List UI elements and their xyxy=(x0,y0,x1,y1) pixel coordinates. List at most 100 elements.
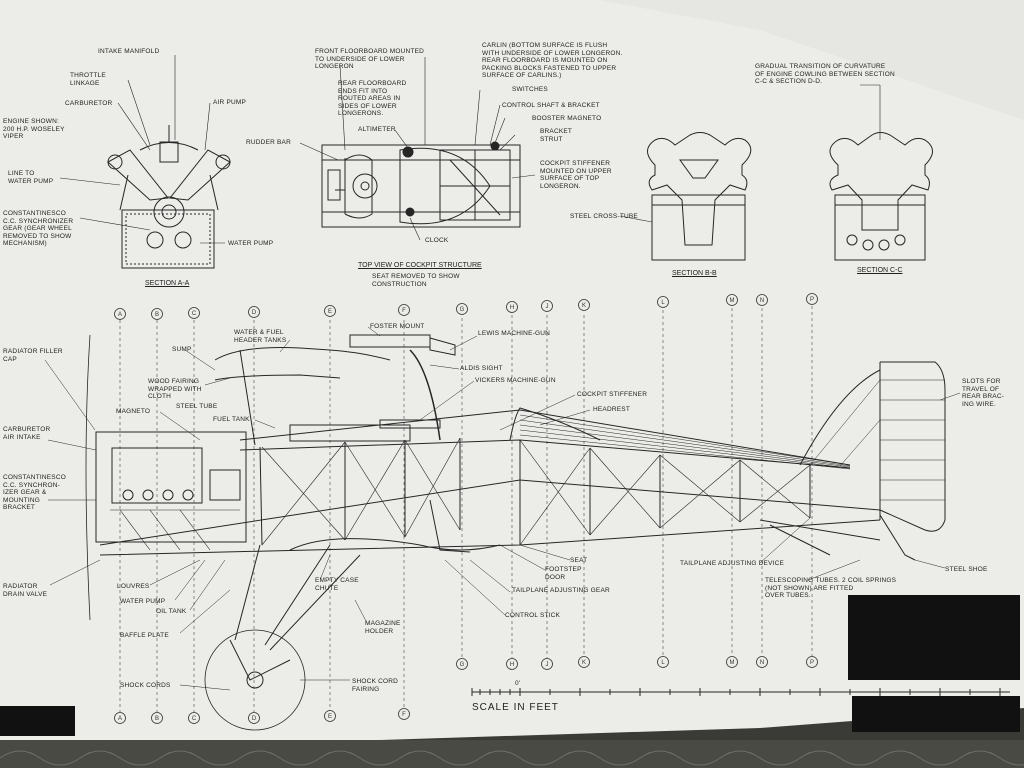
label-steel-shoe: STEEL SHOE xyxy=(945,566,988,573)
label-clock: CLOCK xyxy=(425,237,449,244)
label-magazine-holder: MAGAZINE HOLDER xyxy=(365,620,401,635)
label-fuel-tank: FUEL TANK xyxy=(213,416,250,423)
label-slots: SLOTS FOR TRAVEL OF REAR BRAC- ING WIRE. xyxy=(962,378,1005,408)
station-letter-bottom-l: L xyxy=(661,660,665,666)
station-bubble-top-a xyxy=(114,308,126,320)
station-bubble-bottom-k xyxy=(578,656,590,668)
station-bubble-top-k xyxy=(578,299,590,311)
station-bubble-top-e xyxy=(324,305,336,317)
label-constantinesco-side: CONSTANTINESCO C.C. SYNCHRON- IZER GEAR … xyxy=(3,474,66,511)
station-letter-top-n: N xyxy=(760,298,764,304)
redaction-block-right-upper xyxy=(848,595,1020,680)
label-control-shaft: CONTROL SHAFT & BRACKET xyxy=(502,102,600,109)
label-aldis-sight: ALDIS SIGHT xyxy=(460,365,503,372)
station-bubble-bottom-l xyxy=(657,656,669,668)
station-bubble-bottom-m xyxy=(726,656,738,668)
station-letter-top-f: F xyxy=(402,308,406,314)
station-bubble-top-d xyxy=(248,306,260,318)
label-shock-cords: SHOCK CORDS xyxy=(120,682,171,689)
label-steel-tube: STEEL TUBE xyxy=(176,403,218,410)
station-bubble-bottom-n xyxy=(756,656,768,668)
label-control-stick: CONTROL STICK xyxy=(505,612,561,619)
station-bubble-bottom-g xyxy=(456,658,468,670)
station-letter-top-c: C xyxy=(192,311,197,317)
label-carburetor: CARBURETOR xyxy=(65,100,113,107)
station-letter-bottom-d: D xyxy=(252,716,257,722)
station-bubble-top-h xyxy=(506,301,518,313)
cockpit-top-view-subtitle: SEAT REMOVED TO SHOW CONSTRUCTION xyxy=(372,273,460,288)
label-lewis-gun: LEWIS MACHINE-GUN xyxy=(478,330,551,337)
label-constantinesco-top: CONSTANTINESCO C.C. SYNCHRONIZER GEAR (G… xyxy=(3,210,74,247)
section-c-title: SECTION C-C xyxy=(857,267,903,274)
label-booster-magneto: BOOSTER MAGNETO xyxy=(532,115,602,122)
section-a-a-drawing xyxy=(107,125,231,269)
station-letter-bottom-f: F xyxy=(402,712,406,718)
label-throttle-linkage: THROTTLE LINKAGE xyxy=(70,72,106,87)
station-letter-top-a: A xyxy=(118,312,122,318)
label-louvres: LOUVRES xyxy=(117,583,150,590)
label-cockpit-stiffener: COCKPIT STIFFENER xyxy=(577,391,648,398)
label-magneto: MAGNETO xyxy=(116,408,151,415)
station-letter-top-p: P xyxy=(810,297,814,303)
label-cockpit-stiffener-top: COCKPIT STIFFENER MOUNTED ON UPPER SURFA… xyxy=(540,160,612,190)
station-letter-top-m: M xyxy=(730,298,735,304)
station-bubble-top-b xyxy=(151,308,163,320)
label-telescoping-tubes: TELESCOPING TUBES. 2 COIL SPRINGS (NOT S… xyxy=(765,577,897,599)
label-headrest: HEADREST xyxy=(593,406,630,413)
label-altimeter: ALTIMETER xyxy=(358,126,396,133)
side-view-fuselage xyxy=(85,334,946,731)
station-letter-bottom-e: E xyxy=(328,714,332,720)
label-water-fuel-tanks: WATER & FUEL HEADER TANKS xyxy=(234,329,287,344)
station-bubble-top-n xyxy=(756,294,768,306)
station-letter-bottom-j: J xyxy=(546,662,549,668)
station-bubble-top-g xyxy=(456,303,468,315)
label-shock-cord-fairing: SHOCK CORD FAIRING xyxy=(352,678,399,693)
cockpit-leaders xyxy=(299,57,536,241)
label-carb-air-intake: CARBURETOR AIR INTAKE xyxy=(3,426,51,441)
station-bubble-bottom-d xyxy=(248,712,260,724)
cockpit-top-view-title: TOP VIEW OF COCKPIT STRUCTURE xyxy=(358,262,482,269)
label-footstep-door: FOOTSTEP DOOR xyxy=(545,566,582,581)
station-letter-bottom-m: M xyxy=(730,660,735,666)
station-letter-bottom-h: H xyxy=(510,662,514,668)
station-letter-bottom-b: B xyxy=(155,716,159,722)
station-bubble-bottom-f xyxy=(398,708,410,720)
station-bubble-bottom-e xyxy=(324,710,336,722)
label-water-pump-side: WATER PUMP xyxy=(120,598,166,605)
section-a-leaders xyxy=(59,55,225,244)
station-letter-bottom-n: N xyxy=(760,660,764,666)
label-vickers-gun: VICKERS MACHINE-GUN xyxy=(475,377,556,384)
station-letter-bottom-c: C xyxy=(192,716,197,722)
station-bubble-bottom-j xyxy=(541,658,553,670)
label-tailplane-device: TAILPLANE ADJUSTING DEVICE xyxy=(680,560,785,567)
station-bubble-top-p xyxy=(806,293,818,305)
label-rudder-bar: RUDDER BAR xyxy=(246,139,291,146)
station-bubble-bottom-b xyxy=(151,712,163,724)
surface-pattern xyxy=(0,750,1024,766)
station-bubble-top-j xyxy=(541,300,553,312)
station-bubble-bottom-c xyxy=(188,712,200,724)
station-letter-top-g: G xyxy=(460,307,465,313)
scale-zero: 0' xyxy=(515,680,521,687)
label-rear-floorboard: REAR FLOORBOARD ENDS FIT INTO ROUTED ARE… xyxy=(338,80,407,117)
label-engine-shown: ENGINE SHOWN: 200 H.P. WOSELEY VIPER xyxy=(3,118,65,140)
label-water-pump-top: WATER PUMP xyxy=(228,240,274,247)
station-lines xyxy=(119,306,813,712)
paper-shadow xyxy=(600,0,1024,120)
scale-label: SCALE IN FEET xyxy=(472,702,559,713)
label-sump: SUMP xyxy=(172,346,192,353)
section-c-c-drawing xyxy=(829,132,933,261)
station-letter-bottom-a: A xyxy=(118,716,122,722)
station-bubble-top-f xyxy=(398,304,410,316)
label-radiator-drain: RADIATOR DRAIN VALVE xyxy=(3,583,48,598)
station-letter-top-h: H xyxy=(510,305,514,311)
side-view-leaders xyxy=(44,326,961,691)
station-bubble-bottom-p xyxy=(806,656,818,668)
station-letter-top-b: B xyxy=(155,312,159,318)
section-b-title: SECTION B-B xyxy=(672,270,717,277)
label-wood-fairing: WOOD FAIRING WRAPPED WITH CLOTH xyxy=(148,378,202,400)
label-tailplane-gear: TAILPLANE ADJUSTING GEAR xyxy=(512,587,610,594)
label-intake-manifold: INTAKE MANIFOLD xyxy=(98,48,160,55)
section-a-title: SECTION A-A xyxy=(145,280,190,287)
